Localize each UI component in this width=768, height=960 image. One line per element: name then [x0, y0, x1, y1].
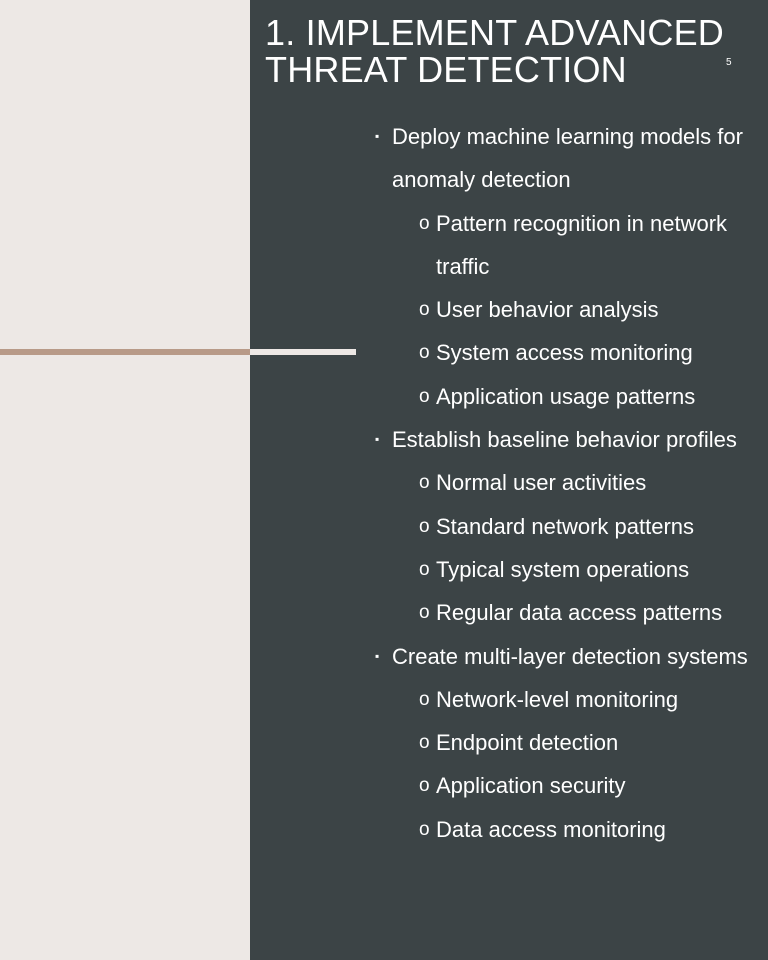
bullet-list: ▪ Deploy machine learning models for ano…	[373, 115, 763, 851]
bullet-item: ▪ Establish baseline behavior profiles o…	[373, 418, 763, 634]
sub-bullet-item: o Pattern recognition in network traffic	[392, 202, 763, 289]
bullet-text: Establish baseline behavior profiles	[392, 427, 737, 453]
sub-bullet-text: Normal user activities	[436, 470, 647, 496]
sub-bullet-item: o Application usage patterns	[392, 375, 763, 418]
sub-bullet-item: o Standard network patterns	[392, 505, 763, 548]
sub-bullet-item: o Endpoint detection	[392, 721, 763, 764]
circle-bullet-icon: o	[419, 775, 430, 797]
circle-bullet-icon: o	[419, 515, 430, 537]
sub-bullet-text: System access monitoring	[436, 340, 693, 366]
sub-bullet-text: Endpoint detection	[436, 730, 619, 756]
left-panel	[0, 0, 250, 960]
bullet-text: Create multi-layer detection systems	[392, 643, 748, 669]
square-bullet-icon: ▪	[375, 129, 380, 143]
square-bullet-icon: ▪	[375, 432, 380, 447]
circle-bullet-icon: o	[419, 688, 430, 710]
circle-bullet-icon: o	[419, 732, 430, 754]
circle-bullet-icon: o	[419, 558, 430, 580]
sub-bullet-text: Data access monitoring	[436, 816, 666, 842]
bullet-item: ▪ Create multi-layer detection systems o…	[373, 635, 763, 851]
sub-bullet-text: Standard network patterns	[436, 513, 695, 539]
circle-bullet-icon: o	[419, 212, 430, 234]
sub-bullet-item: o System access monitoring	[392, 331, 763, 374]
sub-bullet-text: Regular data access patterns	[436, 600, 723, 626]
circle-bullet-icon: o	[419, 342, 430, 364]
sub-bullet-text: Network-level monitoring	[436, 686, 679, 712]
sub-bullet-item: o Normal user activities	[392, 461, 763, 504]
circle-bullet-icon: o	[419, 818, 430, 840]
slide-title: 1. IMPLEMENT ADVANCED THREAT DETECTION	[265, 12, 724, 90]
square-bullet-icon: ▪	[375, 648, 380, 663]
sub-bullet-item: o Data access monitoring	[392, 808, 763, 851]
light-divider-line	[250, 349, 356, 355]
bullet-item: ▪ Deploy machine learning models for ano…	[373, 115, 763, 418]
right-panel	[250, 0, 768, 960]
circle-bullet-icon: o	[419, 472, 430, 494]
bullet-text: Deploy machine learning models for anoma…	[392, 124, 743, 193]
slide-number: 5	[726, 57, 732, 68]
sub-bullet-text: Application security	[436, 773, 626, 799]
sub-bullet-item: o Typical system operations	[392, 548, 763, 591]
circle-bullet-icon: o	[419, 385, 430, 407]
accent-divider-line	[0, 349, 250, 355]
circle-bullet-icon: o	[419, 299, 430, 321]
sub-bullet-item: o User behavior analysis	[392, 288, 763, 331]
sub-bullet-text: Pattern recognition in network traffic	[436, 210, 728, 279]
sub-bullet-item: o Application security	[392, 764, 763, 807]
sub-bullet-text: User behavior analysis	[436, 297, 659, 323]
sub-bullet-text: Typical system operations	[436, 556, 690, 582]
sub-bullet-item: o Regular data access patterns	[392, 591, 763, 634]
sub-bullet-text: Application usage patterns	[436, 383, 696, 409]
sub-bullet-item: o Network-level monitoring	[392, 678, 763, 721]
circle-bullet-icon: o	[419, 602, 430, 624]
